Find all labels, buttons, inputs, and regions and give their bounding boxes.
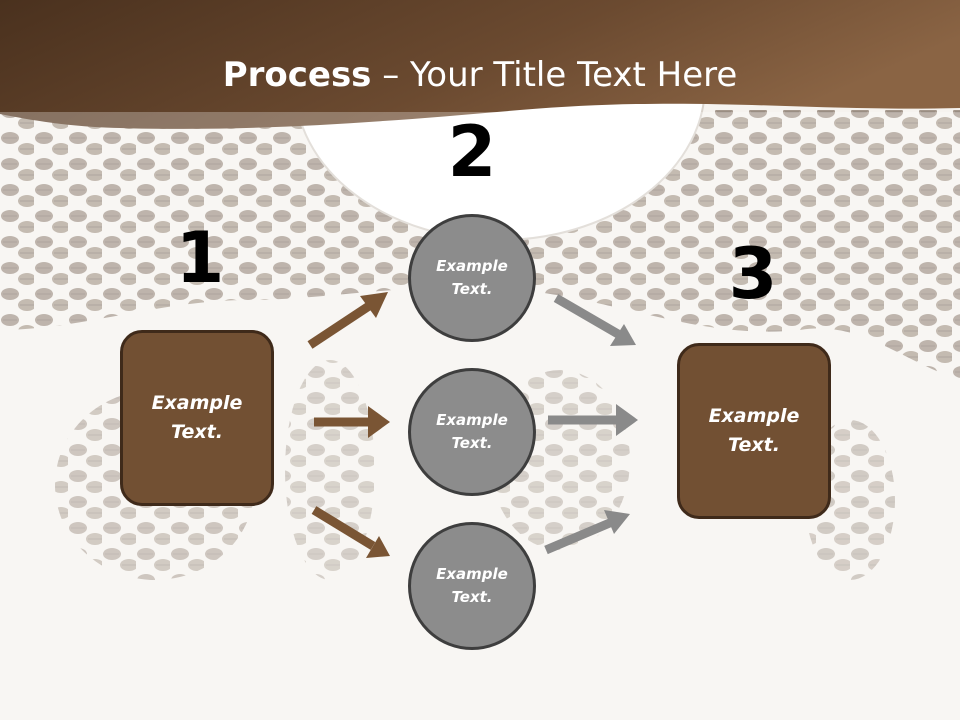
right-box-label: Example Text. bbox=[708, 405, 800, 456]
title-rest: – Your Title Text Here bbox=[371, 55, 738, 95]
header-band bbox=[0, 0, 960, 129]
circle-top-label: Example Text. bbox=[436, 257, 508, 298]
left-box: Example Text. bbox=[120, 330, 274, 506]
step-number-3: 3 bbox=[728, 233, 778, 315]
circle-middle: Example Text. bbox=[408, 368, 536, 496]
slide-title: Process – Your Title Text Here bbox=[0, 52, 960, 98]
circle-bottom: Example Text. bbox=[408, 522, 536, 650]
step-number-1: 1 bbox=[175, 217, 225, 299]
title-bold: Process bbox=[222, 55, 372, 95]
left-box-label: Example Text. bbox=[151, 392, 243, 443]
step-number-2: 2 bbox=[447, 111, 497, 193]
right-box: Example Text. bbox=[677, 343, 831, 519]
circle-bottom-label: Example Text. bbox=[436, 565, 508, 606]
circle-middle-label: Example Text. bbox=[436, 411, 508, 452]
circle-top: Example Text. bbox=[408, 214, 536, 342]
